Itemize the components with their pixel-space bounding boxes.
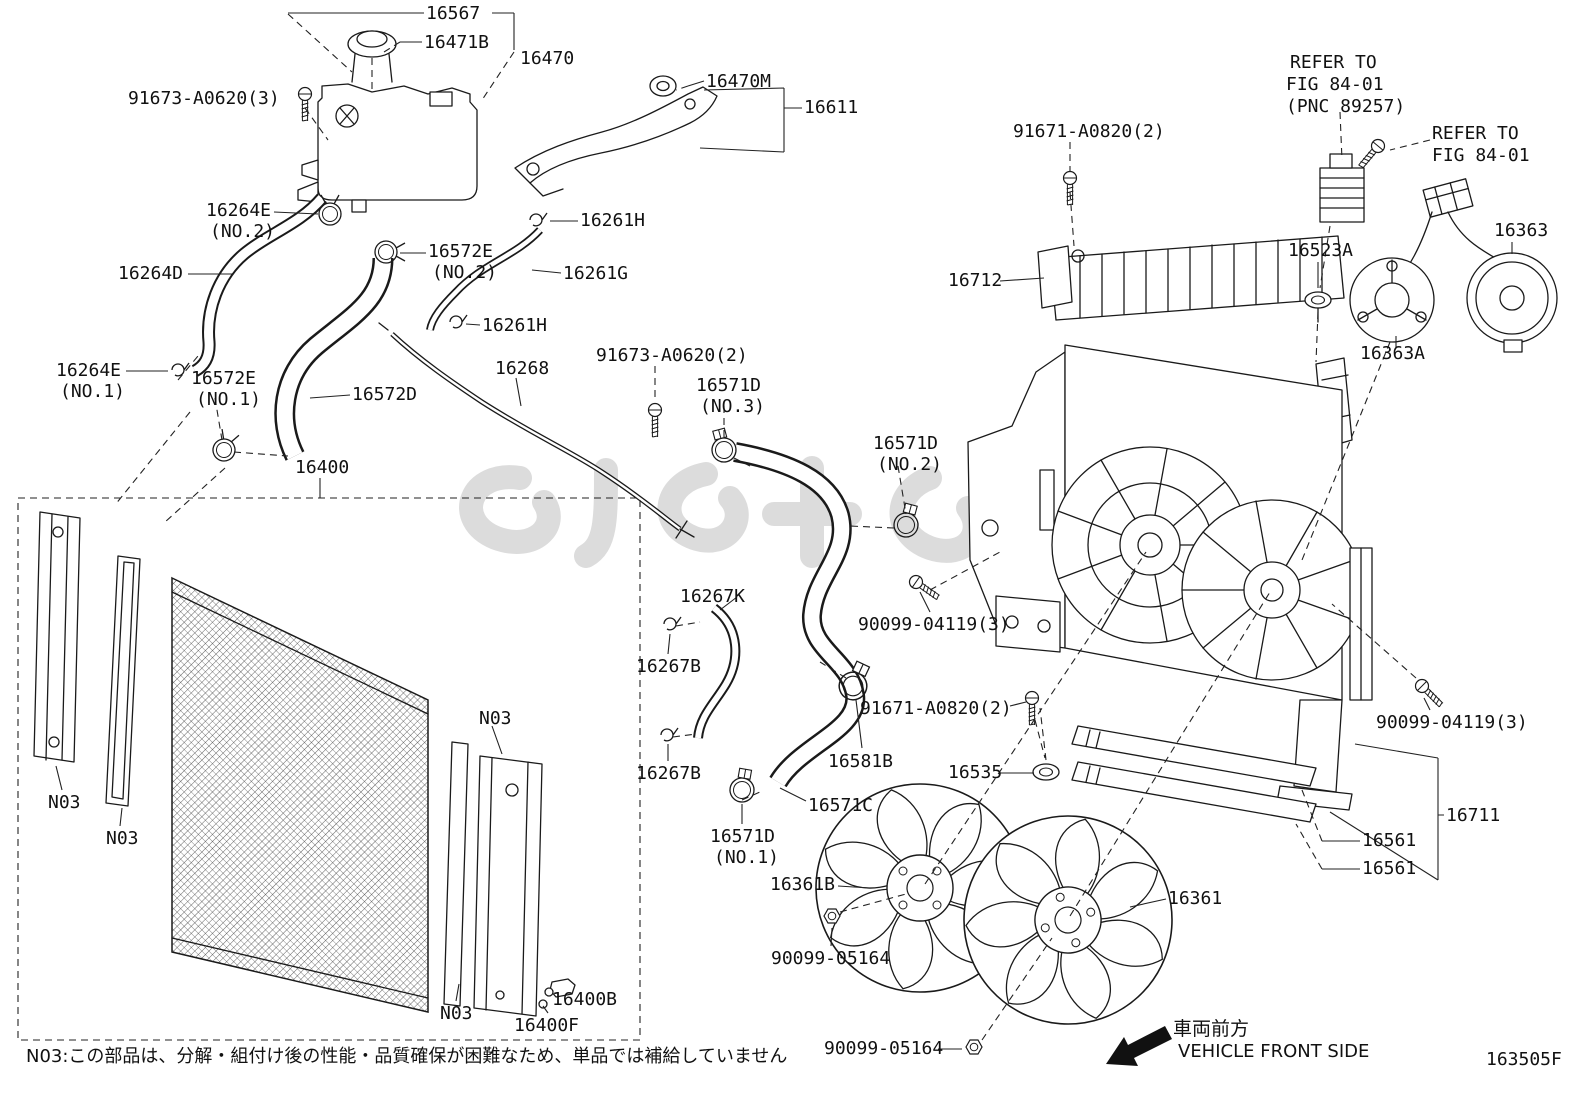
part-label: FIG 84-01 — [1432, 145, 1530, 166]
bolt-icon — [1024, 690, 1040, 726]
part-label: FIG 84-01 — [1286, 74, 1384, 95]
clamp-icon — [209, 427, 242, 465]
part-label: 16581B — [828, 751, 894, 772]
clamp-icon — [727, 766, 759, 805]
part-label: 16264E — [56, 360, 122, 381]
direction-label-jp: 車両前方 — [1173, 1018, 1250, 1040]
clip-icon — [660, 727, 679, 742]
part-label: 16361B — [770, 874, 836, 895]
footnote-n03: N03:この部品は、分解・組付け後の性能・品質確保が困難なため、単品では補給して… — [26, 1046, 788, 1067]
seal-16561-b — [1071, 761, 1317, 823]
pipe-16268-drawing — [378, 322, 695, 539]
part-label: 16471B — [424, 32, 490, 53]
part-label: 16261H — [482, 315, 548, 336]
part-label: (NO.2) — [877, 454, 943, 475]
hoses-drawing — [191, 193, 866, 788]
part-label: 16571D — [710, 826, 776, 847]
part-label: N03 — [440, 1003, 473, 1024]
grommet-16470M — [649, 75, 677, 97]
part-label: 16523A — [1288, 240, 1354, 261]
clip-icon — [449, 314, 468, 329]
part-label: 90099-05164 — [824, 1038, 944, 1059]
part-label: 16572E — [428, 241, 494, 262]
grommet-icon — [1032, 763, 1060, 781]
watermark-logo — [459, 456, 1018, 568]
part-label: 16571D — [696, 375, 762, 396]
part-label: 16567 — [426, 3, 481, 24]
part-label: 16400B — [552, 989, 618, 1010]
part-label: N03 — [479, 708, 512, 729]
part-label: 91671-A0820(2) — [1013, 121, 1165, 142]
part-label: 90099-05164 — [771, 948, 891, 969]
drawing-code: 163505F — [1486, 1049, 1562, 1070]
part-label: 16261G — [563, 263, 629, 284]
direction-label-en: VEHICLE FRONT SIDE — [1178, 1041, 1370, 1062]
part-label: 91673-A0620(2) — [596, 345, 748, 366]
radiator-drawing — [17, 497, 641, 1041]
oring-16400F — [538, 999, 548, 1009]
part-label: 16261H — [580, 210, 646, 231]
part-label: 16361 — [1168, 888, 1223, 909]
nut-icon — [965, 1039, 983, 1055]
part-label: 16470M — [706, 71, 772, 92]
part-label: (NO.1) — [60, 381, 126, 402]
part-label: (NO.2) — [210, 221, 276, 242]
grommet-16523A — [1304, 291, 1332, 309]
part-label: 16264E — [206, 200, 272, 221]
bolt-icon — [906, 572, 943, 604]
part-label: (PNC 89257) — [1286, 96, 1406, 117]
part-label: N03 — [106, 828, 139, 849]
part-label: (NO.2) — [432, 262, 498, 283]
part-label: 16264D — [118, 263, 184, 284]
part-label: 16711 — [1446, 805, 1501, 826]
part-label: 16267B — [636, 763, 702, 784]
nut-icon — [823, 908, 841, 924]
vehicle-front-arrow — [1106, 1026, 1172, 1066]
part-label: 16363A — [1360, 343, 1426, 364]
screw-icon — [1355, 136, 1388, 172]
reservoir-tank-drawing — [297, 30, 478, 213]
part-label: 16267K — [680, 586, 746, 607]
part-label: 16572E — [191, 368, 257, 389]
bolt-icon — [1062, 170, 1078, 206]
part-label: 16267B — [636, 656, 702, 677]
part-label: (NO.1) — [196, 389, 262, 410]
part-label: REFER TO — [1432, 123, 1519, 144]
part-label: (NO.3) — [700, 396, 766, 417]
part-label: (NO.1) — [714, 847, 780, 868]
part-label: 16571C — [808, 795, 874, 816]
clip-icon — [529, 212, 548, 227]
bolt-icon — [647, 402, 663, 438]
part-label: REFER TO — [1290, 52, 1377, 73]
fan-shroud-drawing — [967, 235, 1373, 823]
part-label: 90099-04119(3) — [858, 614, 1010, 635]
part-label: 16535 — [948, 762, 1003, 783]
part-label: 16572D — [352, 384, 418, 405]
part-label: 91673-A0620(3) — [128, 88, 280, 109]
part-label: 16561 — [1362, 830, 1417, 851]
part-label: 16268 — [495, 358, 550, 379]
seal-16561-a — [1071, 725, 1317, 787]
clip-icon — [663, 616, 682, 631]
part-label: 90099-04119(3) — [1376, 712, 1528, 733]
bracket-16611-drawing — [514, 75, 718, 197]
part-label: 91671-A0820(2) — [860, 698, 1012, 719]
part-label: 16571D — [873, 433, 939, 454]
bolt-icon — [1412, 676, 1447, 711]
part-label: 16400F — [514, 1015, 580, 1036]
part-label: N03 — [48, 792, 81, 813]
leader-lines — [55, 12, 1513, 1050]
part-label: 16611 — [804, 97, 859, 118]
part-label: 16400 — [295, 457, 350, 478]
part-label: 16363 — [1494, 220, 1549, 241]
part-label: 16561 — [1362, 858, 1417, 879]
part-label: 16470 — [520, 48, 575, 69]
part-label: 16712 — [948, 270, 1003, 291]
bolt-icon — [297, 86, 313, 122]
